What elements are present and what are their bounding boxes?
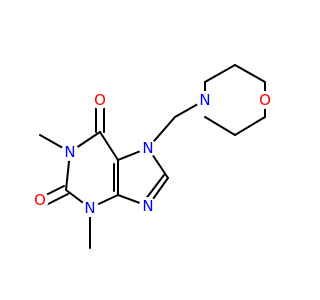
molecule-canvas: N O N N N N O O	[31, 64, 274, 249]
atom-o-morpholine: O	[259, 91, 271, 109]
bond	[204, 116, 236, 136]
atom-bg	[139, 197, 157, 215]
atom-n3: N	[84, 199, 95, 217]
bond	[204, 64, 236, 83]
atom-n-morpholine: N	[199, 91, 210, 109]
bond-double	[45, 193, 69, 206]
bond	[234, 116, 266, 136]
atom-bg	[31, 191, 49, 209]
bond	[99, 131, 119, 161]
methylene-linker	[147, 99, 206, 149]
atom-bg	[61, 143, 79, 161]
atom-bg	[256, 91, 274, 109]
bond-double-inner	[144, 174, 165, 201]
atom-bg	[196, 91, 214, 109]
atom-bg	[139, 139, 157, 157]
atom-n1: N	[64, 143, 75, 161]
atom-n9: N	[142, 197, 153, 215]
atom-n7: N	[142, 139, 153, 157]
atom-labels: N O N N N N O O	[31, 91, 274, 217]
morpholine-ring	[204, 64, 266, 136]
atom-bg	[91, 91, 109, 109]
atom-bg	[81, 199, 99, 217]
bond	[234, 64, 266, 83]
atom-o6: O	[94, 91, 106, 109]
atom-o2: O	[34, 191, 46, 209]
structure-diagram: N O N N N N O O	[31, 64, 274, 249]
